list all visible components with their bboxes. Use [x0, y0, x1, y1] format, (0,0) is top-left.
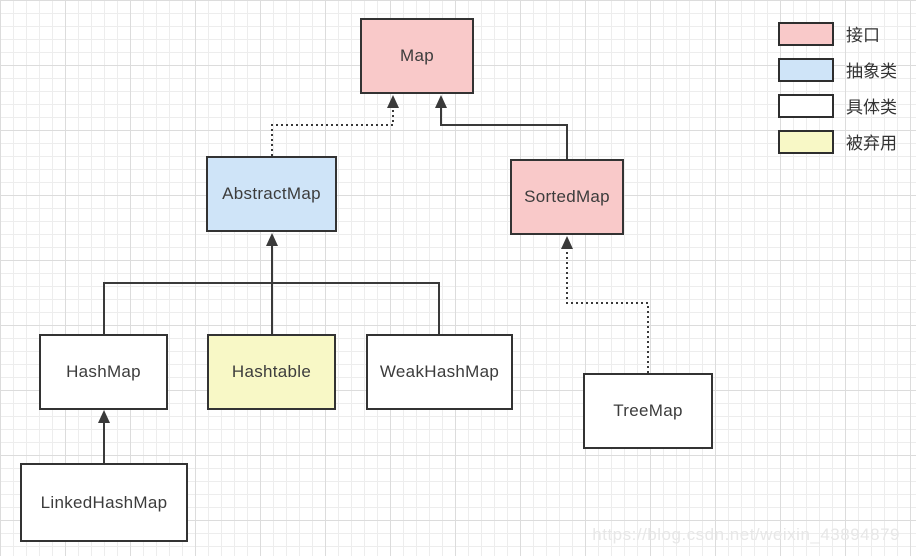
- node-hashmap-label: HashMap: [66, 362, 141, 381]
- legend: 接口 抽象类 具体类 被弃用: [778, 21, 897, 154]
- edge-sortedmap-map: [435, 95, 568, 159]
- legend-row-deprecated: 被弃用: [778, 129, 897, 154]
- legend-row-interface: 接口: [778, 21, 897, 46]
- node-sortedmap-label: SortedMap: [524, 187, 610, 206]
- node-hashmap: HashMap: [39, 334, 168, 410]
- node-weakhashmap-label: WeakHashMap: [379, 362, 500, 381]
- node-treemap: TreeMap: [583, 373, 713, 449]
- legend-swatch-interface: [778, 21, 834, 46]
- legend-label-interface: 接口: [846, 26, 880, 45]
- legend-label-deprecated: 被弃用: [846, 134, 897, 153]
- legend-swatch-deprecated: [778, 129, 834, 154]
- node-abstractmap: AbstractMap: [206, 156, 337, 232]
- node-linkedhashmap: LinkedHashMap: [20, 463, 188, 542]
- legend-swatch-abstract: [778, 57, 834, 82]
- node-linkedhashmap-label: LinkedHashMap: [40, 492, 168, 512]
- node-sortedmap: SortedMap: [510, 159, 624, 235]
- watermark-text: https://blog.csdn.net/weixin_43894879: [592, 525, 900, 544]
- node-map-label: Map: [400, 46, 434, 65]
- node-hashtable-label: Hashtable: [231, 362, 312, 381]
- edge-abstractmap-map: [271, 95, 399, 156]
- node-treemap-label: TreeMap: [613, 401, 683, 420]
- legend-label-concrete: 具体类: [846, 98, 897, 117]
- legend-row-abstract: 抽象类: [778, 57, 897, 82]
- node-abstractmap-label: AbstractMap: [222, 184, 321, 203]
- node-weakhashmap: WeakHashMap: [366, 334, 513, 410]
- legend-label-abstract: 抽象类: [846, 62, 897, 81]
- edge-linkedhashmap-hashmap: [98, 410, 110, 463]
- edge-children-abstractmap: [103, 233, 440, 334]
- edge-treemap-sortedmap: [561, 236, 649, 373]
- legend-swatch-concrete: [778, 93, 834, 118]
- legend-row-concrete: 具体类: [778, 93, 897, 118]
- node-map: Map: [360, 18, 474, 94]
- node-hashtable: Hashtable: [207, 334, 336, 410]
